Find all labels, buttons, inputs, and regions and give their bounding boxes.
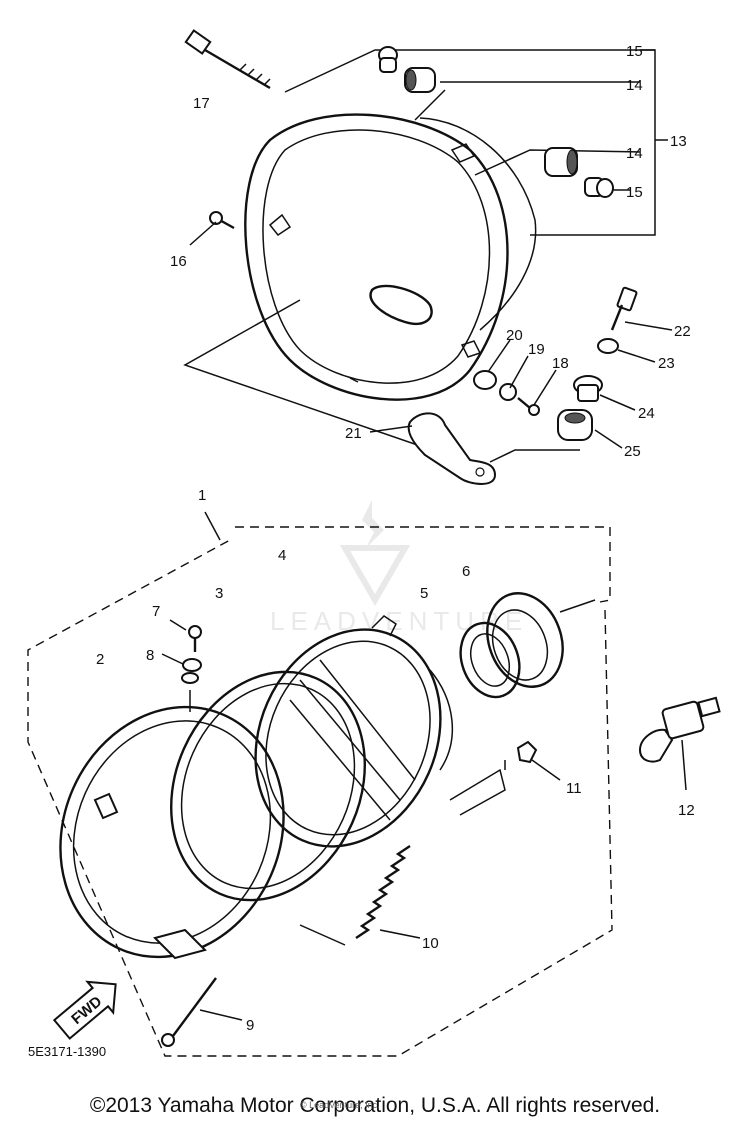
leadventure-watermark: LEADVENTURE [270, 500, 528, 636]
damper-14-right [544, 147, 578, 177]
screw-9 [161, 977, 217, 1047]
collar-15-right [584, 177, 614, 198]
callout-1: 1 [198, 487, 206, 504]
rim-2 [59, 705, 285, 960]
nut-8 [181, 658, 202, 684]
callout-2: 2 [96, 651, 104, 668]
callout-3: 3 [215, 585, 223, 602]
washer-23 [597, 338, 619, 354]
rim-3 [170, 670, 366, 902]
callout-15-top: 15 [626, 43, 643, 60]
callout-5: 5 [420, 585, 428, 602]
damper-14-top [404, 67, 436, 93]
collar-15-top [378, 46, 398, 73]
callout-10: 10 [422, 935, 439, 952]
callout-24: 24 [638, 405, 655, 422]
screw-16 [209, 211, 235, 230]
washer-20 [473, 370, 497, 390]
callout-15-right: 15 [626, 184, 643, 201]
callout-9: 9 [246, 1017, 254, 1034]
copyright-notice: ©2013 Yamaha Motor Corporation, U.S.A. A… [89, 1094, 661, 1117]
bolt-22 [610, 286, 638, 331]
lens-4 [254, 615, 453, 848]
callout-4: 4 [278, 547, 286, 564]
callout-22: 22 [674, 323, 691, 340]
socket-cover-6 [486, 592, 564, 688]
nut-11 [516, 740, 538, 764]
socket-5 [459, 621, 521, 699]
callout-6: 6 [462, 563, 470, 580]
callout-7: 7 [152, 603, 160, 620]
callout-18: 18 [552, 355, 569, 372]
callout-11: 11 [566, 780, 582, 797]
callout-14-right: 14 [626, 145, 643, 162]
callout-19: 19 [528, 341, 545, 358]
callout-16: 16 [170, 253, 187, 270]
collar-24 [573, 375, 603, 402]
callout-12: 12 [678, 802, 695, 819]
screw-7 [188, 625, 202, 652]
bolt-17 [184, 29, 271, 90]
callout-14-top: 14 [626, 77, 643, 94]
headlight-case [244, 113, 537, 401]
callout-8: 8 [146, 647, 154, 664]
callout-23: 23 [658, 355, 675, 372]
callout-21: 21 [345, 425, 362, 442]
diagram-code: 5E3171-1390 [28, 1044, 106, 1059]
callout-13: 13 [670, 133, 687, 150]
screw-18 [517, 397, 540, 416]
callout-labels: 1 2 3 4 5 6 7 8 9 10 11 12 13 14 14 15 1… [28, 43, 695, 1059]
spring-10 [355, 845, 411, 939]
bulb-12 [638, 696, 721, 763]
watermark-subtext: © LeadVenture, Inc. [300, 1100, 380, 1110]
callout-25: 25 [624, 443, 641, 460]
fwd-arrow: FWD [52, 980, 117, 1040]
watermark-text: LEADVENTURE [270, 606, 528, 636]
bracket-21 [407, 412, 497, 485]
callout-17: 17 [193, 95, 210, 112]
washer-19 [499, 383, 517, 401]
callout-20: 20 [506, 327, 523, 344]
damper-25 [557, 409, 593, 441]
